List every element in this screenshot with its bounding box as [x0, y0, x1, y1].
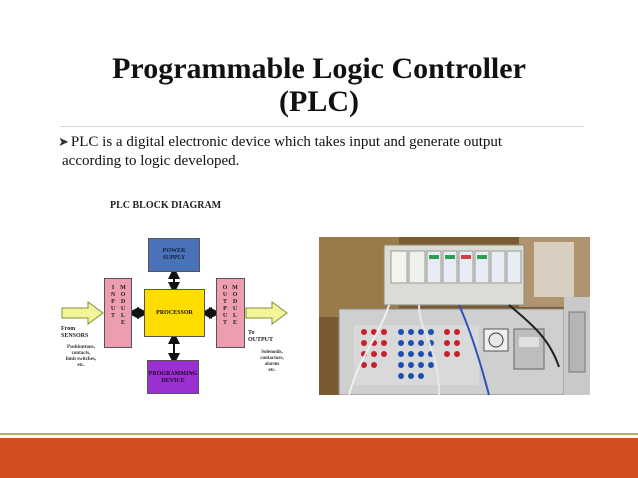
sensors-label: SENSORS — [61, 333, 88, 340]
programming-device-label-2: DEVICE — [148, 378, 198, 385]
to-label: To — [248, 330, 273, 337]
output-examples: Solenoids, contactors, alarms etc. — [250, 350, 294, 374]
output-example-4: etc. — [250, 368, 294, 374]
sensors-examples: Pushbuttons, contacts, limit switches, e… — [56, 345, 106, 369]
processor-label: PROCESSOR — [145, 310, 204, 317]
from-sensors-label: From SENSORS — [61, 326, 88, 340]
footer-accent-line — [0, 433, 638, 435]
programming-device-block: PROGRAMMING DEVICE — [147, 360, 199, 394]
power-supply-block: POWER SUPPLY — [148, 238, 200, 272]
input-module-label-2: M O D U L E — [119, 285, 127, 327]
to-output-label: To OUTPUT — [248, 330, 273, 344]
programming-device-label-1: PROGRAMMING — [148, 371, 198, 378]
output-label: OUTPUT — [248, 337, 273, 344]
output-signal-arrow — [246, 302, 287, 324]
processor-block: PROCESSOR — [144, 289, 205, 337]
output-module-label-2: M O D U L E — [231, 285, 239, 327]
output-module-label-1: O U T P U T — [221, 285, 229, 327]
plc-trainer-illustration — [319, 237, 590, 395]
sensor-input-arrow — [62, 302, 103, 324]
footer-bar — [0, 438, 638, 478]
power-supply-label-1: POWER — [149, 248, 199, 255]
input-module-block: I N P U T M O D U L E — [104, 278, 132, 348]
sensors-example-4: etc. — [56, 363, 106, 369]
from-label: From — [61, 326, 88, 333]
input-module-label-1: I N P U T — [109, 285, 117, 320]
plc-trainer-photo — [319, 237, 590, 395]
output-module-block: O U T P U T M O D U L E — [216, 278, 245, 348]
power-supply-label-2: SUPPLY — [149, 255, 199, 262]
